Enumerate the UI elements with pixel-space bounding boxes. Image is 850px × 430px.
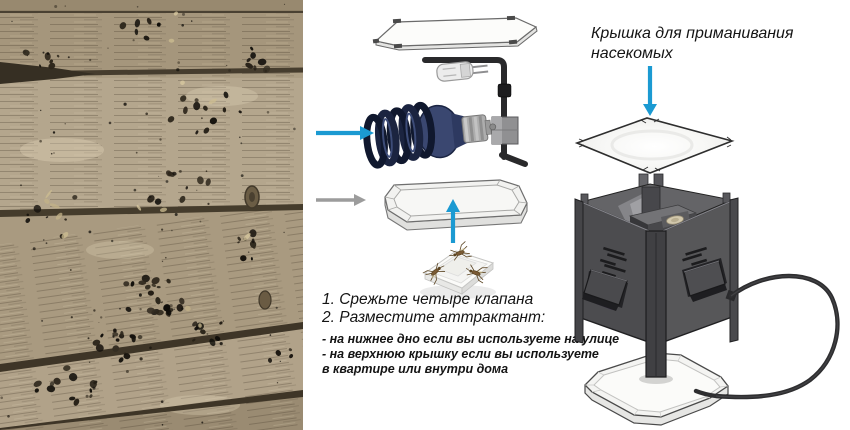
dead-insects-photo xyxy=(0,0,303,430)
flap-right xyxy=(682,258,727,302)
trap-base-plate xyxy=(584,352,729,426)
exploded-parts-diagram xyxy=(316,15,538,299)
wood-planks xyxy=(0,0,303,430)
instruction-step-2: 2. Разместите аттрактант: xyxy=(322,309,546,326)
halogen-bulb xyxy=(436,61,489,82)
lid-label-line1: Крышка для приманивания xyxy=(591,25,794,42)
trap-leg xyxy=(729,197,739,343)
gray-arrow-right-icon xyxy=(316,194,366,206)
wood-knot xyxy=(244,185,272,310)
instructions-text: 1. Срежьте четыре клапана 2. Разместите … xyxy=(322,291,620,377)
blue-arrow-right-icon xyxy=(316,126,374,140)
attractant-pad xyxy=(420,240,496,299)
instruction-bullet-2: - на верхнюю крышку если вы используете xyxy=(322,347,599,361)
internal-lamp-bracket xyxy=(628,204,698,234)
vent-slots-left xyxy=(599,246,627,278)
front-corner-post xyxy=(645,230,667,378)
instruction-step-1: 1. Срежьте четыре клапана xyxy=(322,291,534,308)
uv-spiral-bulb xyxy=(363,101,497,169)
dead-insects xyxy=(0,3,296,426)
blue-arrow-up-icon xyxy=(446,199,460,243)
lamp-bracket xyxy=(422,57,528,167)
trap-leg xyxy=(574,198,584,344)
instruction-bullets: - на нижнее дно если вы используете на у… xyxy=(322,332,620,377)
lid-panel xyxy=(372,15,538,51)
trap-body xyxy=(574,192,739,346)
drip-tray xyxy=(384,179,528,231)
lid-label-line2: насекомых xyxy=(591,44,673,62)
power-cable xyxy=(693,273,840,400)
trap-lid xyxy=(574,117,735,174)
instruction-bullet-1: - на нижнее дно если вы используете на у… xyxy=(322,332,620,346)
instruction-bullet-3: в квартире или внутри дома xyxy=(322,362,509,376)
flap-left xyxy=(582,269,628,311)
blue-arrow-down-icon xyxy=(643,66,657,116)
lid-label: Крышка для приманивания насекомых xyxy=(591,24,850,63)
assembled-trap xyxy=(574,66,840,426)
